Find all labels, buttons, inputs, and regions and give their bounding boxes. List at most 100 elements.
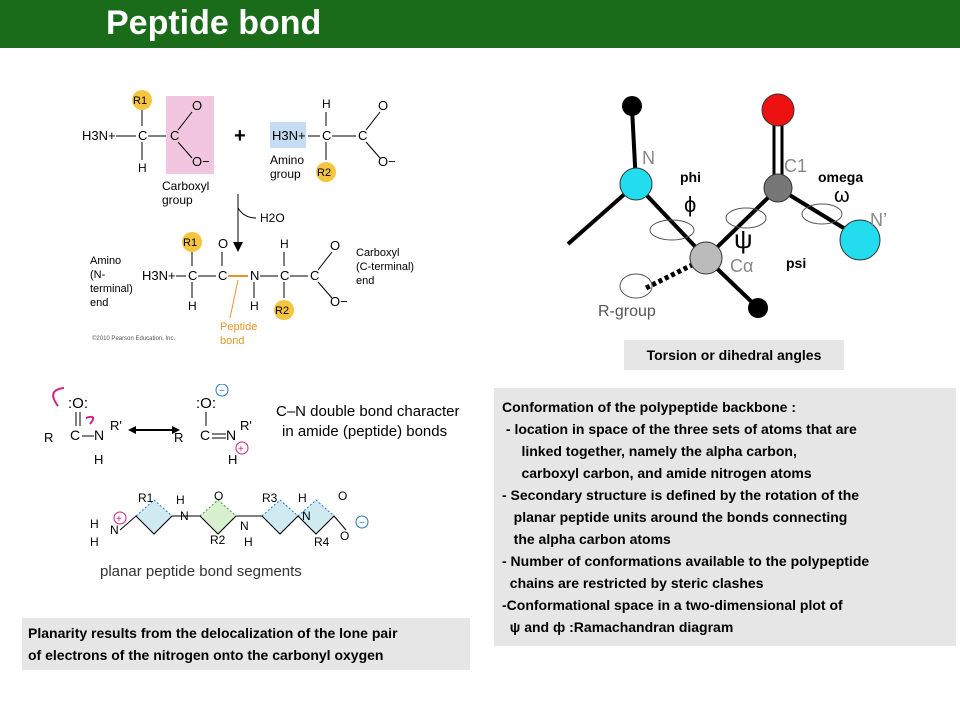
symbol-omega: ω bbox=[834, 185, 850, 207]
label-n: N bbox=[642, 148, 655, 168]
svg-text:N: N bbox=[94, 427, 104, 443]
svg-text::O:: :O: bbox=[68, 395, 88, 412]
symbol-phi: ϕ bbox=[684, 192, 696, 217]
r1-badge-top bbox=[132, 90, 152, 110]
svg-text:O−: O− bbox=[330, 294, 348, 309]
r2-label-bottom: R2 bbox=[275, 305, 289, 317]
svg-text:−: − bbox=[219, 386, 225, 397]
svg-text:H: H bbox=[138, 161, 147, 175]
svg-text:H: H bbox=[280, 237, 289, 251]
planarity-line-1: Planarity results from the delocalizatio… bbox=[28, 625, 398, 641]
slide-title: Peptide bond bbox=[106, 4, 322, 42]
double-bond-text-1: C–N double bond character bbox=[276, 403, 459, 420]
r2-badge-top bbox=[316, 162, 336, 182]
planar-segment-3 bbox=[261, 499, 299, 535]
atom-c1 bbox=[763, 173, 793, 203]
svg-text:O−: O− bbox=[378, 154, 396, 169]
svg-text:O: O bbox=[192, 98, 202, 113]
conformation-line: Conformation of the polypeptide backbone… bbox=[502, 399, 796, 415]
conformation-line: carboxyl carbon, and amide nitrogen atom… bbox=[502, 465, 812, 481]
atom-ca bbox=[689, 241, 723, 275]
r1-label-bottom: R1 bbox=[183, 237, 197, 249]
svg-text:R1: R1 bbox=[138, 491, 154, 505]
conformation-line: the alpha carbon atoms bbox=[502, 531, 671, 547]
svg-text::O:: :O: bbox=[196, 395, 216, 412]
symbol-psi: ψ bbox=[734, 224, 753, 254]
svg-text:N: N bbox=[250, 268, 259, 283]
atom-c1-oxygen bbox=[761, 93, 795, 127]
r2-label-top: R2 bbox=[317, 167, 331, 179]
carboxyl-terminal-2: (C-terminal) bbox=[356, 261, 414, 273]
svg-text:O: O bbox=[340, 529, 349, 543]
atom-o-top-left bbox=[622, 96, 642, 116]
atom-n-prime bbox=[839, 219, 881, 261]
alpha-carbon-1: C bbox=[138, 128, 147, 143]
svg-text:H: H bbox=[90, 517, 99, 531]
carboxyl-group-label-1: Carboxyl bbox=[162, 179, 209, 193]
svg-text:N: N bbox=[302, 509, 311, 523]
svg-text:+: + bbox=[116, 514, 122, 525]
r1-label-top: R1 bbox=[133, 95, 147, 107]
svg-text:O: O bbox=[218, 236, 228, 251]
svg-text:C: C bbox=[188, 268, 197, 283]
svg-text:C: C bbox=[280, 268, 289, 283]
carboxyl-terminal-1: Carboxyl bbox=[356, 247, 399, 259]
conformation-line: -Conformational space in a two-dimension… bbox=[502, 597, 843, 613]
svg-text:H3N+: H3N+ bbox=[272, 128, 306, 143]
conformation-line: - Secondary structure is defined by the … bbox=[502, 487, 860, 503]
svg-text:H: H bbox=[176, 493, 185, 507]
planar-segments-label: planar peptide bond segments bbox=[100, 563, 302, 580]
torsion-caption: Torsion or dihedral angles bbox=[624, 340, 844, 370]
peptide-bond-label-2: bond bbox=[220, 335, 244, 347]
r1-badge-bottom bbox=[182, 232, 202, 252]
torsion-angle-diagram: N C1 N’ Cα phi ϕ omega ω ψ psi R-group bbox=[566, 93, 887, 320]
amino-terminal-3: terminal) bbox=[90, 283, 133, 295]
svg-text:R: R bbox=[44, 430, 53, 445]
svg-text:R: R bbox=[174, 430, 183, 445]
svg-text:C: C bbox=[310, 268, 319, 283]
svg-text:−: − bbox=[359, 518, 365, 529]
svg-text:C: C bbox=[218, 268, 227, 283]
label-ca: Cα bbox=[730, 256, 753, 276]
svg-text:H: H bbox=[322, 97, 331, 111]
conformation-line: linked together, namely the alpha carbon… bbox=[502, 443, 797, 459]
planarity-text-box: Planarity results from the delocalizatio… bbox=[22, 618, 470, 670]
conformation-line: planar peptide units around the bonds co… bbox=[502, 509, 848, 525]
peptide-bond-label-1: Peptide bbox=[220, 321, 257, 333]
svg-text:R': R' bbox=[110, 418, 122, 433]
carboxyl-highlight bbox=[166, 96, 214, 174]
copyright-note: ©2010 Pearson Education, Inc. bbox=[92, 335, 175, 342]
water-label: H2O bbox=[260, 211, 285, 225]
svg-text:H: H bbox=[90, 535, 99, 549]
svg-text:O: O bbox=[330, 238, 340, 253]
svg-text:O: O bbox=[338, 489, 347, 503]
planar-segment-2 bbox=[199, 499, 237, 535]
label-c1: C1 bbox=[784, 156, 807, 176]
svg-text:N: N bbox=[226, 427, 236, 443]
label-omega: omega bbox=[818, 169, 863, 185]
svg-text:R': R' bbox=[240, 418, 252, 433]
svg-text:H: H bbox=[244, 535, 253, 549]
amino-terminal-2: (N- bbox=[90, 269, 106, 281]
svg-text:H: H bbox=[188, 299, 197, 313]
svg-text:C: C bbox=[322, 128, 331, 143]
h3n-plus-1: H3N+ bbox=[82, 128, 116, 143]
double-bond-text-2: in amide (peptide) bonds bbox=[282, 423, 447, 440]
conformation-line: - Number of conformations available to t… bbox=[502, 553, 870, 569]
conformation-line: chains are restricted by steric clashes bbox=[502, 575, 764, 591]
svg-text:H: H bbox=[250, 299, 259, 313]
amino-group-label-1: Amino bbox=[270, 153, 304, 167]
svg-text:O: O bbox=[214, 489, 223, 503]
svg-text:C: C bbox=[200, 427, 210, 443]
svg-text:O−: O− bbox=[192, 154, 210, 169]
conformation-line: - location in space of the three sets of… bbox=[502, 421, 857, 437]
svg-text:H3N+: H3N+ bbox=[142, 268, 176, 283]
svg-text:R3: R3 bbox=[262, 491, 278, 505]
svg-text:+: + bbox=[238, 444, 244, 455]
svg-text:H: H bbox=[228, 452, 237, 467]
carboxyl-group-label-2: group bbox=[162, 193, 193, 207]
planarity-line-2: of electrons of the nitrogen onto the ca… bbox=[28, 647, 384, 663]
label-phi: phi bbox=[680, 169, 701, 185]
planar-segment-1 bbox=[135, 499, 173, 535]
svg-text:H: H bbox=[298, 491, 307, 505]
